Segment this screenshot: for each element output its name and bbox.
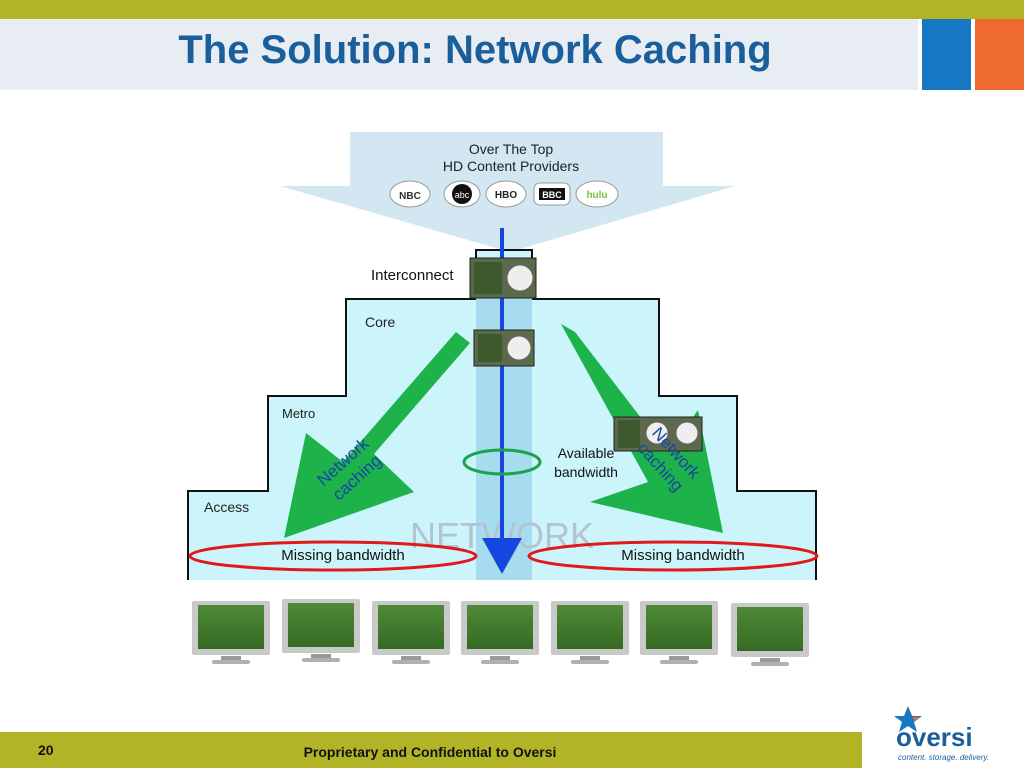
provider-hbo: HBO [495, 190, 517, 201]
tier-label-metro: Metro [282, 406, 315, 421]
tv-set [282, 599, 360, 663]
missing-bandwidth-ellipse-left [188, 540, 478, 572]
tv-set [551, 601, 629, 665]
page-title: The Solution: Network Caching [178, 28, 772, 72]
available-bandwidth-line2: bandwidth [554, 464, 618, 480]
network-caching-diagram: NBC abc HBO BBC hulu NETWORK [187, 132, 819, 580]
decor-square-orange [975, 19, 1024, 90]
cache-interconnect [469, 257, 537, 299]
caching-arrow-left [284, 332, 470, 538]
available-bandwidth-ellipse [462, 448, 542, 476]
page-number: 20 [38, 742, 54, 758]
footer-bar [0, 732, 862, 768]
tv-set [461, 601, 539, 665]
cache-metro [613, 416, 703, 452]
provider-hulu: hulu [586, 190, 607, 201]
decor-square-blue [922, 19, 971, 90]
provider-abc: abc [455, 190, 470, 200]
tv-set [192, 601, 270, 665]
footer-confidential: Proprietary and Confidential to Oversi [303, 744, 557, 760]
available-bandwidth-line1: Available [558, 445, 615, 461]
providers-label-line1: Over The Top [469, 141, 554, 157]
provider-bbc: BBC [542, 190, 562, 200]
logo-tagline: content. storage. delivery. [898, 753, 989, 762]
missing-bandwidth-ellipse-right [527, 540, 819, 572]
provider-logos: NBC abc HBO BBC hulu [389, 180, 619, 208]
tv-set [731, 603, 809, 667]
provider-nbc: NBC [399, 191, 421, 202]
missing-bandwidth-right: Missing bandwidth [621, 547, 744, 564]
tier-label-interconnect: Interconnect [371, 267, 454, 284]
delivery-arrow [482, 538, 522, 574]
missing-bandwidth-left: Missing bandwidth [281, 547, 404, 564]
tv-set [372, 601, 450, 665]
providers-label-line2: HD Content Providers [443, 158, 579, 174]
cache-core [473, 329, 535, 367]
logo-wordmark: oversi [896, 722, 973, 752]
top-accent-bar [0, 0, 1024, 19]
tv-set [640, 601, 718, 665]
tier-label-access: Access [204, 499, 249, 515]
title-band [0, 19, 918, 90]
oversi-logo: oversi content. storage. delivery. [894, 706, 989, 762]
tier-label-core: Core [365, 314, 396, 330]
